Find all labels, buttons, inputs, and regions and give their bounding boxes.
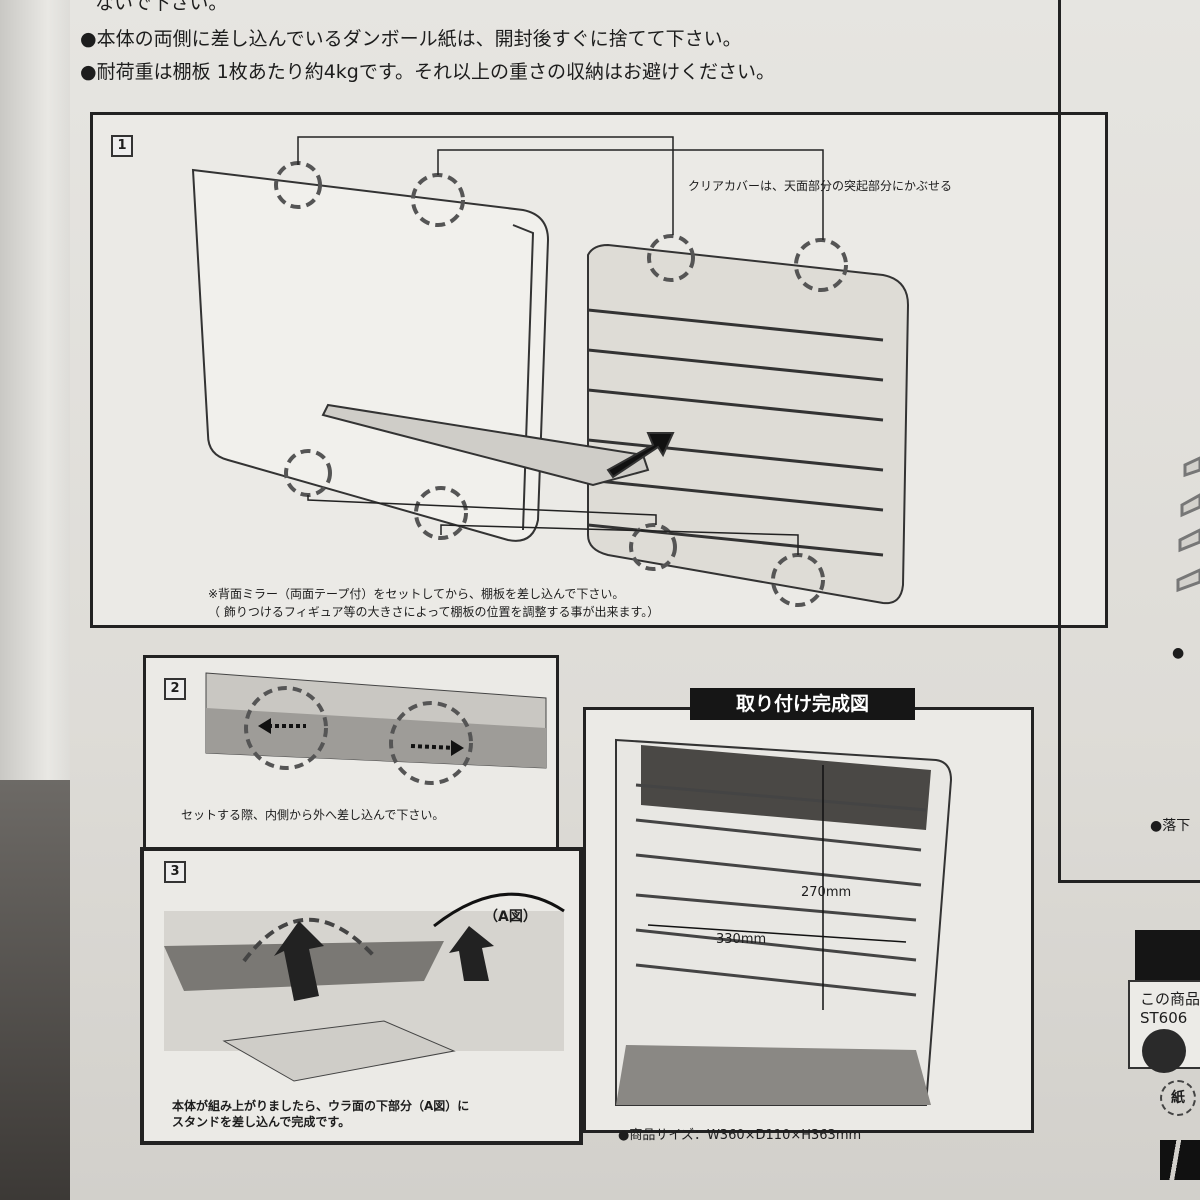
product-size: ●商品サイズ：W360×D110×H363mm — [618, 1128, 862, 1143]
floor-background — [0, 780, 80, 1200]
brand-logo — [1160, 1140, 1200, 1180]
step1-caption-2: （ 飾りつけるフィギュア等の大きさによって棚板の位置を調整する事が出来ます。） — [208, 605, 660, 619]
step1-panel: 1 クリアカバーは、天面部分の — [90, 112, 1108, 628]
height-dimension: 270mm — [801, 885, 852, 900]
product-label-header — [1135, 930, 1200, 980]
width-dimension: 330mm — [716, 932, 767, 947]
right-bullet-2: ●落下 — [1150, 818, 1191, 834]
step2-panel: 2 セットする際、内側から外へ差し込んで下さい。 — [143, 655, 559, 851]
step2-number: 2 — [164, 678, 186, 700]
step2-illustration — [205, 672, 547, 785]
product-label: この商品 ST606 — [1128, 980, 1200, 1073]
detail-label: （A図） — [484, 909, 537, 925]
note-cardboard: ●本体の両側に差し込んでいるダンボール紙は、開封後すぐに捨てて下さい。 — [80, 28, 742, 50]
note-line: ないで下さい。 — [95, 0, 228, 14]
stand — [222, 1020, 456, 1082]
shelf-board — [321, 403, 650, 487]
completed-illustration — [615, 738, 953, 1106]
step1-number: 1 — [111, 135, 133, 157]
step2-caption: セットする際、内側から外へ差し込んで下さい。 — [181, 808, 445, 822]
step1-illustration — [191, 136, 910, 607]
up-arrow — [274, 921, 324, 1001]
step3-caption-1: 本体が組み上がりましたら、ウラ面の下部分（A図）に — [172, 1099, 470, 1113]
product-line-1: この商品 — [1140, 990, 1200, 1008]
step1-callout: クリアカバーは、天面部分の突起部分にかぶせる — [688, 179, 953, 193]
display-case-body — [587, 243, 910, 605]
completed-panel: 270mm 330mm — [583, 707, 1034, 1133]
completed-title: 取り付け完成図 — [690, 688, 915, 720]
insert-arrow — [606, 432, 675, 479]
step3-caption-2: スタンドを差し込んで完成です。 — [172, 1115, 351, 1129]
paper-recycle-icon: 紙 — [1160, 1080, 1196, 1116]
step1-caption-1: ※背面ミラー（両面テープ付）をセットしてから、棚板を差し込んで下さい。 — [208, 587, 625, 601]
right-panel-border — [1058, 0, 1061, 882]
note-load-limit: ●耐荷重は棚板 1枚あたり約4kgです。それ以上の重さの収納はお避けください。 — [80, 61, 775, 83]
shelves — [587, 308, 884, 557]
right-bullet-1: ● — [1172, 645, 1185, 661]
step3-illustration — [164, 892, 565, 1082]
step3-number: 3 — [164, 861, 186, 883]
right-panel-border-bottom — [1058, 880, 1200, 883]
step3-panel: 3 （A図） 本体が組み上がりましたら、ウラ面の下部分（A図）に スタンドを差し… — [140, 847, 583, 1145]
clear-cover — [191, 168, 550, 542]
color-swatch — [1142, 1029, 1186, 1073]
product-line-2: ST606 — [1140, 1009, 1188, 1027]
